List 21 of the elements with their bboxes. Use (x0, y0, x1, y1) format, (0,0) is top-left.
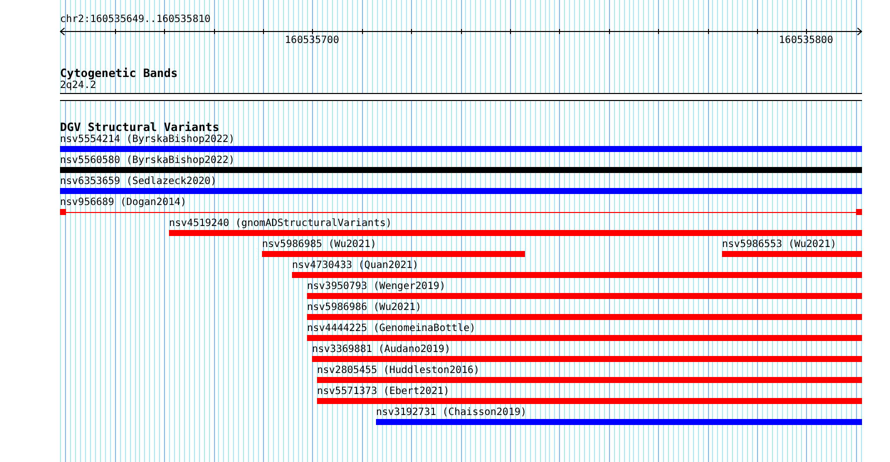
track-title: DGV Structural Variants (60, 121, 220, 133)
feature-label: nsv3950793 (Wenger2019) (307, 281, 446, 292)
feature-label: nsv3369881 (Audano2019) (312, 344, 450, 355)
feature-label: nsv6353659 (Sedlazeck2020) (60, 176, 217, 187)
feature-label: 2q24.2 (60, 80, 96, 91)
coordinate-label: chr2:160535649..160535810 (60, 14, 211, 25)
feature-label: nsv5986985 (Wu2021) (262, 239, 376, 250)
feature-label: nsv5560580 (ByrskaBishop2022) (60, 155, 235, 166)
feature-label: nsv3192731 (Chaisson2019) (376, 407, 527, 418)
feature-label: nsv4730433 (Quan2021) (292, 260, 418, 271)
feature-label: nsv5554214 (ByrskaBishop2022) (60, 134, 235, 145)
track-title: Cytogenetic Bands (60, 67, 178, 79)
feature-label: nsv5986986 (Wu2021) (307, 302, 422, 313)
feature-label: nsv5571373 (Ebert2021) (317, 386, 450, 397)
feature-label: nsv4519240 (gnomADStructuralVariants) (169, 218, 392, 229)
tick-label: 160535800 (778, 35, 834, 46)
feature-label: nsv4444225 (GenomeinaBottle) (307, 323, 476, 334)
tick-label: 160535700 (284, 35, 340, 46)
feature-label: nsv5986553 (Wu2021) (722, 239, 836, 250)
feature-label: nsv956689 (Dogan2014) (60, 197, 186, 208)
feature-label: nsv2805455 (Huddleston2016) (317, 365, 480, 376)
